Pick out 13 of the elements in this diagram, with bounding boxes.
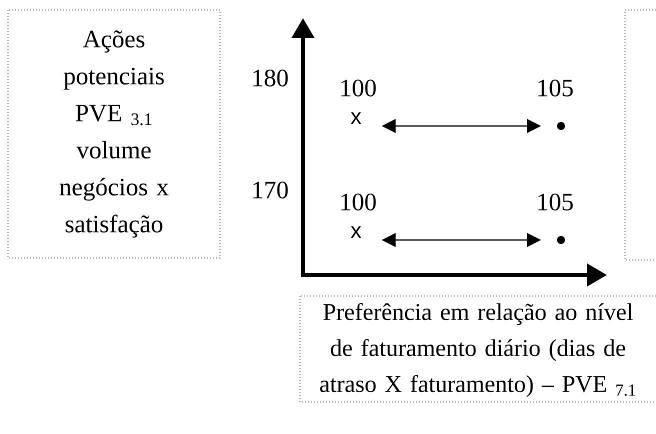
text-box: Ações potenciais PVE $_{3.1}$ volume negócios x satisfação bbox=[8, 10, 220, 258]
x-marker: x bbox=[350, 226, 362, 238]
axis-value: 170 bbox=[253, 182, 288, 198]
text-box bbox=[624, 10, 656, 260]
axis-value: 180 bbox=[253, 70, 288, 86]
value-label: 100 bbox=[341, 80, 376, 96]
value-label: 105 bbox=[538, 194, 573, 210]
value-label: 100 bbox=[341, 194, 376, 210]
value-label: 105 bbox=[538, 80, 573, 96]
dot-marker bbox=[557, 122, 565, 130]
text-box: Preferência em relação ao nível de faturamento diário (dias de atraso X faturamento) – PVE $_{7.1}$ bbox=[300, 296, 656, 402]
dot-marker bbox=[557, 236, 565, 244]
x-marker: x bbox=[350, 112, 362, 124]
